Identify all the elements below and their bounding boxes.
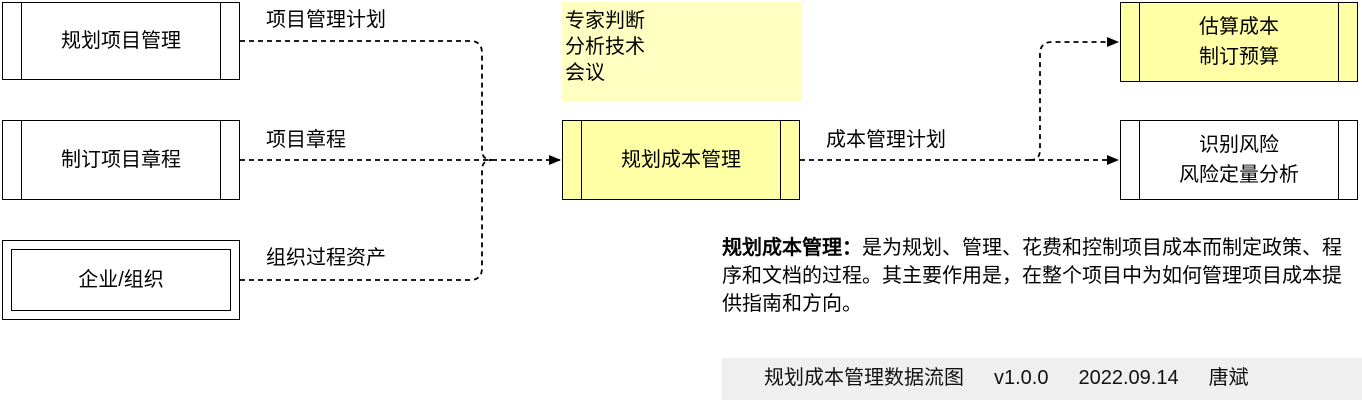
box-bar-left: [1139, 3, 1140, 81]
box-inner-border: [11, 249, 231, 311]
box-bar-right: [1338, 121, 1339, 199]
box-bar-left: [21, 3, 22, 79]
description-text: 是为规划、管理、花费和控制项目成本而制定政策、程序和文档的过程。其主要作用是，在…: [722, 237, 1342, 315]
input-charter-label: 制订项目章程: [61, 149, 181, 171]
output-estimate-budget-label: 估算成本 制订预算: [1199, 16, 1279, 68]
edge-label-charter: 项目章程: [266, 129, 346, 151]
process-label: 规划成本管理: [621, 149, 741, 171]
footer-version: v1.0.0: [994, 367, 1049, 389]
box-bar-right: [220, 3, 221, 79]
box-bar-left: [1139, 121, 1140, 199]
tools-techniques-note: 专家判断 分析技术 会议: [562, 2, 802, 101]
edge-to-cost: [1029, 37, 1119, 161]
box-bar-right: [780, 121, 781, 199]
edge-assets: [240, 159, 493, 281]
input-charter[interactable]: 制订项目章程: [2, 120, 240, 200]
edge-label-output: 成本管理计划: [826, 129, 946, 151]
output-risk[interactable]: 识别风险 风险定量分析: [1120, 120, 1358, 200]
process-description: 规划成本管理：是为规划、管理、花费和控制项目成本而制定政策、程序和文档的过程。其…: [722, 234, 1352, 318]
footer-author: 唐斌: [1208, 367, 1249, 389]
process-plan-cost[interactable]: 规划成本管理: [562, 120, 800, 200]
footer-bar: 规划成本管理数据流图 v1.0.0 2022.09.14 唐斌: [722, 358, 1362, 400]
input-plan-management-label: 规划项目管理: [61, 30, 181, 52]
description-term: 规划成本管理：: [722, 237, 862, 259]
tool-item: 专家判断: [565, 10, 645, 32]
footer-title: 规划成本管理数据流图: [764, 367, 964, 389]
box-bar-right: [220, 121, 221, 199]
input-plan-management[interactable]: 规划项目管理: [2, 2, 240, 80]
box-bar-right: [1338, 3, 1339, 81]
edge-plan: [240, 40, 493, 161]
output-risk-label: 识别风险 风险定量分析: [1179, 134, 1299, 186]
box-bar-left: [581, 121, 582, 199]
box-bar-left: [21, 121, 22, 199]
tool-item: 分析技术: [565, 36, 645, 58]
edge-label-plan: 项目管理计划: [266, 9, 386, 31]
input-enterprise[interactable]: 企业/组织: [2, 240, 240, 320]
tool-item: 会议: [565, 62, 605, 84]
input-enterprise-label: 企业/组织: [78, 269, 164, 291]
output-estimate-budget[interactable]: 估算成本 制订预算: [1120, 2, 1358, 82]
footer-date: 2022.09.14: [1078, 367, 1179, 389]
edge-label-assets: 组织过程资产: [266, 247, 386, 269]
